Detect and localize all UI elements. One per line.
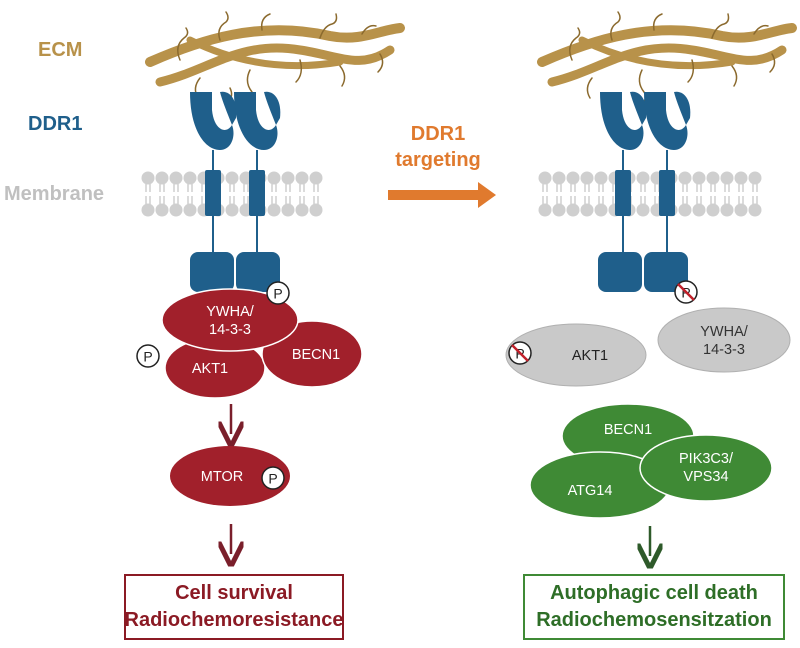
ddr1-transmembrane-left-a (205, 170, 221, 216)
ywha-ellipse-left (161, 288, 299, 352)
svg-text:P: P (143, 349, 152, 365)
ywha-label-right-2: 14-3-3 (703, 342, 745, 358)
ywha-label-right-1: YWHA/ (700, 324, 749, 340)
pik3c3-label-right-1: PIK3C3/ (679, 451, 734, 467)
phospho-marker-kinase-left: P (266, 281, 290, 305)
akt1-label-left: AKT1 (192, 361, 228, 377)
mtor-ellipse-left (170, 446, 290, 506)
phospho-marker-mtor-left: P (261, 466, 285, 490)
ecm-label: ECM (38, 39, 82, 61)
ddr1-kinase-right-a (598, 252, 642, 292)
becn1-label-left: BECN1 (292, 347, 340, 363)
mtor-label-left: MTOR (201, 469, 243, 485)
ddr1-kinase-left-b (236, 252, 280, 292)
membrane-bilayer-left (141, 171, 323, 217)
ywha-ellipse-right (657, 307, 791, 373)
ddr1-transmembrane-left-b (249, 170, 265, 216)
svg-text:P: P (268, 471, 277, 487)
outcome-right-line2: Radiochemosensitzation (536, 609, 772, 631)
outcome-box-left: Cell survival Radiochemoresistance (124, 574, 344, 640)
ecm-fibers-left (145, 11, 405, 105)
svg-text:P: P (273, 286, 282, 302)
dephospho-marker-kinase-right: P (674, 280, 698, 304)
membrane-bilayer-right (538, 171, 762, 217)
atg14-label-right: ATG14 (568, 483, 613, 499)
ddr1-targeting-label-1: DDR1 (411, 123, 465, 145)
ddr1-transmembrane-right-b (659, 170, 675, 216)
akt1-label-right: AKT1 (572, 348, 608, 364)
outcome-right-line1: Autophagic cell death (550, 582, 758, 604)
outcome-left-line1: Cell survival (175, 582, 293, 604)
ddr1-kinase-left-a (190, 252, 234, 292)
ddr1-targeting-label-2: targeting (395, 149, 481, 171)
akt1-ellipse-right (505, 323, 647, 387)
ecm-fibers-right (537, 11, 797, 105)
outcome-left-line2: Radiochemoresistance (124, 609, 344, 631)
becn1-label-right: BECN1 (604, 422, 652, 438)
ywha-label-left-2: 14-3-3 (209, 322, 251, 338)
membrane-label: Membrane (4, 183, 104, 205)
pik3c3-label-right-2: VPS34 (683, 469, 728, 485)
phospho-marker-akt1-left: P (136, 344, 160, 368)
pik3c3-ellipse-right (639, 434, 773, 502)
outcome-box-right: Autophagic cell death Radiochemosensitza… (523, 574, 785, 640)
ddr1-transmembrane-right-a (615, 170, 631, 216)
ddr1-kinase-right-b (644, 252, 688, 292)
ddr1-label: DDR1 (28, 113, 82, 135)
ddr1-receptor-left (190, 91, 281, 260)
ywha-label-left-1: YWHA/ (206, 304, 255, 320)
dephospho-marker-akt1-right: P (508, 341, 532, 365)
ddr1-targeting-arrow (388, 182, 496, 208)
